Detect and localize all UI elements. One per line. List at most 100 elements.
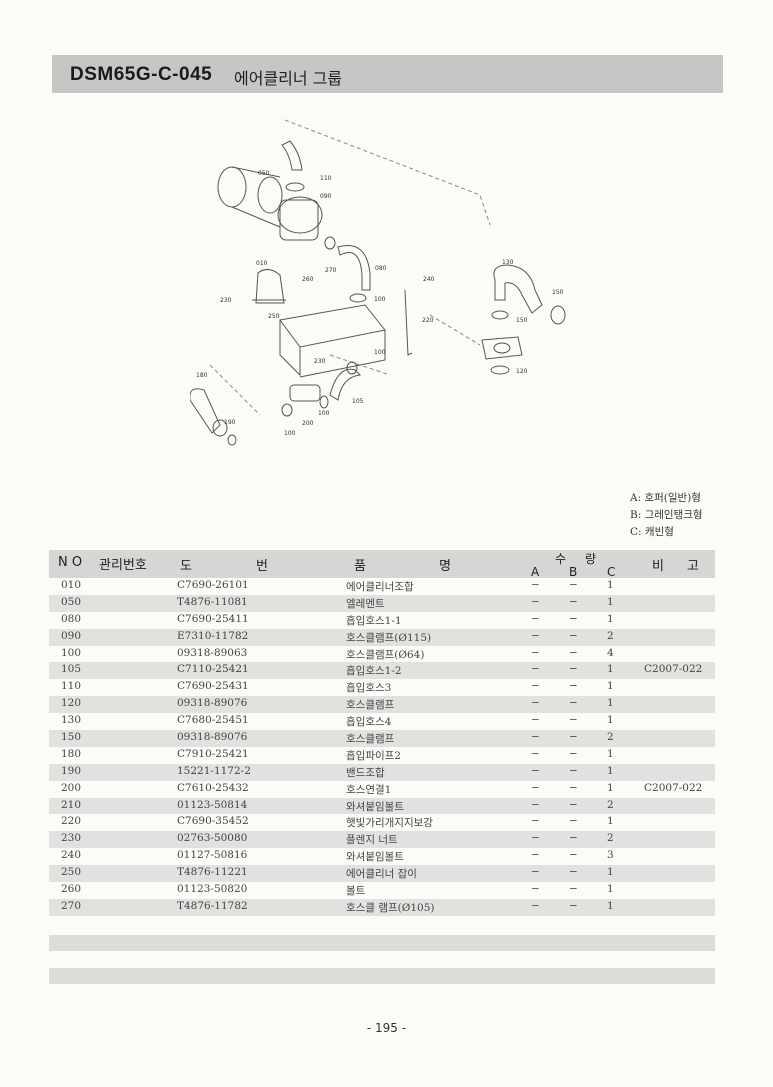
cell-qty-c: 4 (607, 646, 614, 659)
header-mgmt: 관리번호 (99, 558, 147, 573)
parts-illustration: 050 110 090 010 270 080 260 230 250 240 … (189, 119, 566, 446)
cell-qty-a: − (531, 798, 540, 811)
cell-qty-b: − (569, 849, 578, 862)
cell-qty-a: − (531, 849, 540, 862)
legend-c: C: 캐빈형 (630, 526, 674, 538)
cell-part-name: 밴드조합 (346, 766, 385, 779)
callout-260: 260 (302, 276, 314, 283)
cell-part-name: 엘레멘트 (346, 597, 385, 610)
cell-no: 110 (61, 680, 82, 693)
cell-part-number: 01123-50820 (177, 883, 248, 896)
cell-part-name: 와셔붙임볼트 (346, 851, 404, 864)
callout-100: 100 (374, 349, 386, 356)
cell-part-number: T4876-11081 (177, 595, 248, 608)
cell-qty-b: − (569, 663, 578, 676)
cell-qty-c: 1 (607, 747, 614, 760)
cell-part-number: 01127-50816 (177, 849, 248, 862)
callout-100: 100 (284, 430, 296, 437)
cell-part-name: 흡입파이프2 (346, 749, 401, 762)
cell-qty-a: − (531, 883, 540, 896)
cell-remark: C2007-022 (644, 781, 703, 794)
document-code: DSM65G-C-045 (70, 64, 213, 85)
callout-150: 150 (552, 289, 564, 296)
cell-qty-a: − (531, 866, 540, 879)
callout-130: 130 (502, 259, 514, 266)
cell-part-name: 흡입호스3 (346, 682, 392, 695)
cell-part-number: T4876-11782 (177, 899, 248, 912)
cell-qty-c: 1 (607, 883, 614, 896)
cell-qty-c: 2 (607, 798, 614, 811)
cell-qty-c: 1 (607, 781, 614, 794)
cell-qty-b: − (569, 815, 578, 828)
cell-qty-a: − (531, 832, 540, 845)
cell-qty-b: − (569, 629, 578, 642)
cell-part-number: C7690-35452 (177, 815, 249, 828)
cell-qty-c: 1 (607, 663, 614, 676)
table-header: N O 관리번호 도 번 품 명 수 량 A B C 비 고 (49, 550, 715, 579)
cell-qty-b: − (569, 866, 578, 879)
header-a: A (531, 565, 540, 579)
cell-part-name: 호스연결1 (346, 783, 392, 796)
cell-no: 270 (61, 899, 82, 912)
cell-remark: C2007-022 (644, 663, 703, 676)
cell-no: 260 (61, 883, 82, 896)
cell-qty-a: − (531, 680, 540, 693)
header-qty-2: 량 (585, 552, 597, 566)
cell-qty-c: 3 (607, 849, 614, 862)
cell-qty-a: − (531, 731, 540, 744)
cell-no: 130 (61, 714, 82, 727)
cell-part-name: 플렌지 너트 (346, 834, 398, 847)
cell-qty-c: 1 (607, 899, 614, 912)
cell-part-name: 햇빛가리개지지보강 (346, 817, 433, 830)
cell-qty-a: − (531, 595, 540, 608)
cell-no: 080 (61, 612, 82, 625)
callout-100: 100 (318, 410, 330, 417)
header-drawing-2: 번 (256, 559, 268, 574)
callout-240: 240 (423, 276, 435, 283)
cell-qty-a: − (531, 714, 540, 727)
callout-100: 100 (374, 296, 386, 303)
cell-qty-c: 1 (607, 866, 614, 879)
cell-part-number: T4876-11221 (177, 866, 248, 879)
cell-qty-b: − (569, 781, 578, 794)
cell-no: 210 (61, 798, 82, 811)
legend-b: B: 그레인탱크형 (630, 509, 703, 521)
cell-qty-b: − (569, 798, 578, 811)
cell-no: 105 (61, 663, 82, 676)
page-number: - 195 - (366, 1021, 407, 1035)
cell-qty-c: 2 (607, 629, 614, 642)
cell-qty-a: − (531, 646, 540, 659)
cell-qty-b: − (569, 764, 578, 777)
empty-band (49, 968, 715, 984)
cell-part-name: 흡입호스1-2 (346, 665, 402, 678)
cell-part-number: C7610-25432 (177, 781, 249, 794)
cell-qty-b: − (569, 832, 578, 845)
cell-qty-a: − (531, 781, 540, 794)
header-b: B (569, 565, 578, 579)
header-remark-2: 고 (687, 559, 699, 574)
cell-qty-b: − (569, 714, 578, 727)
header-c: C (607, 565, 616, 579)
cell-part-number: E7310-11782 (177, 629, 249, 642)
group-title: 에어클리너 그룹 (234, 69, 343, 88)
cell-no: 190 (61, 764, 82, 777)
empty-band (49, 935, 715, 951)
cell-part-number: C7680-25451 (177, 714, 249, 727)
cell-qty-c: 1 (607, 697, 614, 710)
cell-part-number: 09318-89076 (177, 731, 248, 744)
cell-no: 230 (61, 832, 82, 845)
title-bar: DSM65G-C-045 에어클리너 그룹 (52, 55, 723, 93)
